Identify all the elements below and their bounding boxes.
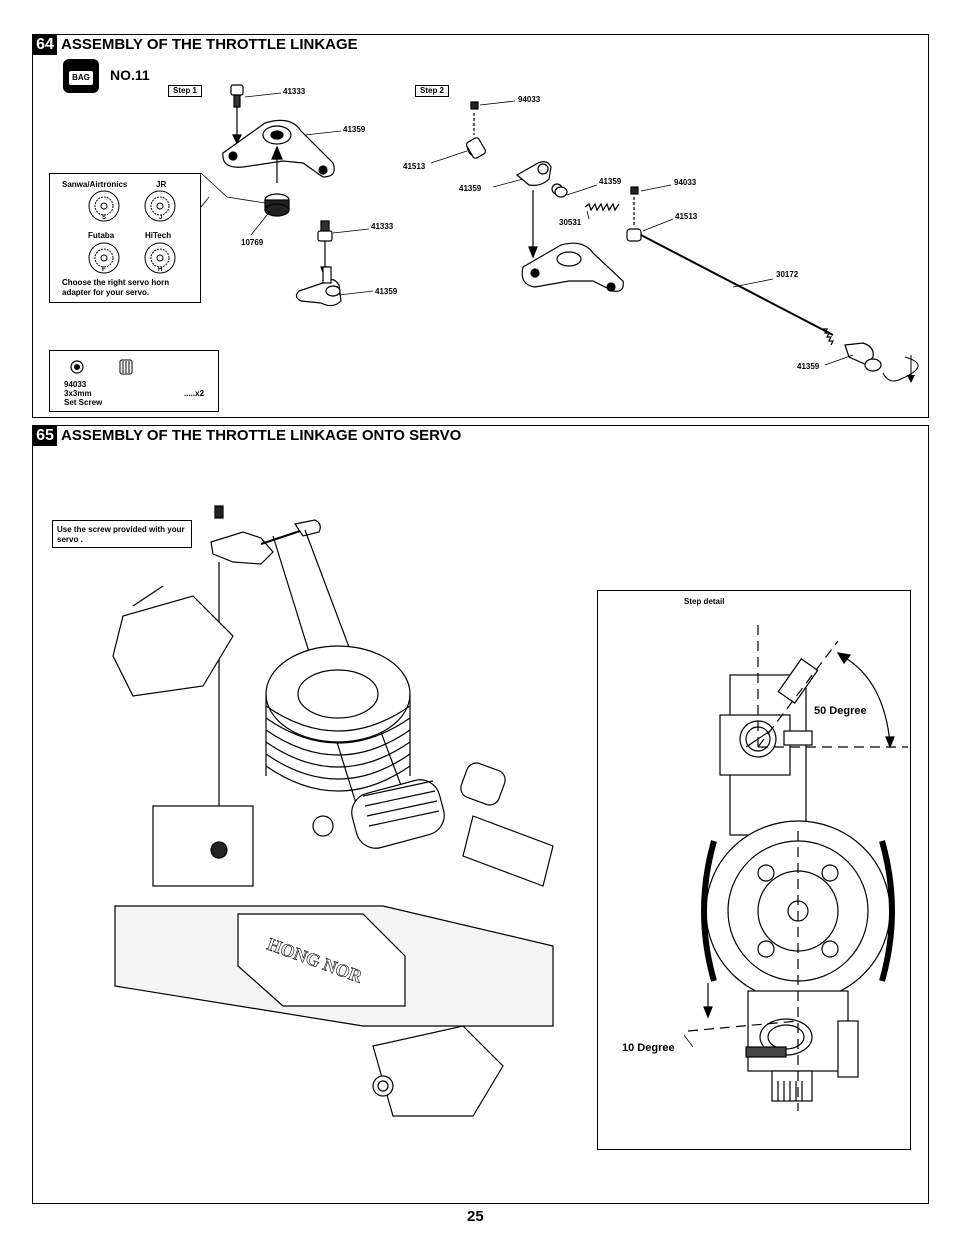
bag-label: NO.11: [110, 67, 150, 83]
bag-icon-label: BAG: [69, 71, 93, 85]
part-label: 41333: [283, 87, 306, 96]
part-label: 41513: [675, 212, 698, 221]
servo-horn-41359-b: [521, 242, 624, 292]
angle-10-label: 10 Degree: [622, 1042, 675, 1054]
part-label: 94033: [674, 178, 697, 187]
carburetor-detail: [683, 625, 908, 1111]
servo-tray: [152, 805, 254, 887]
screw-41333-top: [230, 84, 244, 96]
hardware-size: 3x3mm: [64, 389, 92, 398]
servo-horn-41359: [222, 119, 335, 178]
bag-icon: BAG: [63, 59, 99, 93]
part-label: 10769: [241, 238, 264, 247]
pull-starter: [351, 779, 445, 849]
spring-30531: [584, 202, 620, 212]
step-detail-box: Step detail: [597, 590, 911, 1150]
angle-50-label: 50 Degree: [814, 705, 867, 717]
screw-41333-thread: [233, 94, 241, 108]
part-label: 41359: [375, 287, 398, 296]
part-label: 41359: [797, 362, 820, 371]
part-label: 30172: [776, 270, 799, 279]
step-1-tag: Step 1: [168, 85, 203, 97]
step-1-drawing: [200, 84, 919, 383]
step-detail-title: Step detail: [684, 597, 725, 606]
set-screw-94033-a: [470, 101, 479, 110]
screw-note: Use the screw provided with your servo .: [57, 525, 185, 544]
chassis-drawing: HONG NOR: [112, 505, 554, 1117]
hardware-qty: .....x2: [184, 389, 205, 398]
hardware-name: Set Screw: [64, 398, 103, 407]
servo-screw: [214, 505, 224, 519]
hardware-part: 94033: [64, 380, 87, 389]
page-number: 25: [467, 1208, 484, 1225]
rotation-arrow-icon: [882, 356, 919, 382]
step-number: 64: [33, 35, 57, 55]
screw-note-box: Use the screw provided with your servo .: [52, 520, 192, 548]
step-title: ASSEMBLY OF THE THROTTLE LINKAGE ONTO SE…: [61, 427, 462, 444]
adapter-letter: S: [102, 215, 107, 221]
brand-sanwa: Sanwa/Airtronics: [62, 180, 128, 189]
hardware-box: 94033 3x3mm Set Screw .....x2: [49, 350, 219, 412]
fuel-tank-cover: [237, 913, 406, 1007]
adapter-note: Choose the right servo horn adapter for …: [62, 278, 170, 297]
adapter-letter: H: [158, 267, 163, 273]
brand-jr: JR: [156, 180, 167, 189]
spline-adapters: [88, 190, 176, 274]
step-title: ASSEMBLY OF THE THROTTLE LINKAGE: [61, 36, 358, 53]
set-screw-94033-b: [630, 186, 639, 195]
step-64-panel: 64 ASSEMBLY OF THE THROTTLE LINKAGE BAG …: [32, 34, 929, 418]
servo-adapter-box: Sanwa/Airtronics JR Futaba HiTech S J F …: [49, 173, 201, 303]
pushrod-30172: [640, 234, 834, 336]
part-label: 41359: [599, 177, 622, 186]
part-label: 41513: [403, 162, 426, 171]
part-label: 41359: [343, 125, 366, 134]
servo-horn: [210, 531, 274, 565]
set-screw-icon: [70, 359, 133, 375]
front-suspension: [372, 1025, 504, 1117]
step-2-tag: Step 2: [415, 85, 450, 97]
adapter-letter: J: [159, 215, 163, 221]
step-number: 65: [33, 426, 57, 446]
adapter-letter: F: [102, 267, 106, 273]
part-label: 41359: [459, 184, 482, 193]
part-label: 30531: [559, 218, 582, 227]
rear-hub: [112, 595, 234, 697]
brand-hitech: HiTech: [145, 231, 172, 240]
brand-futaba: Futaba: [88, 231, 115, 240]
part-label: 41333: [371, 222, 394, 231]
part-label: 94033: [518, 95, 541, 104]
step-65-panel: 65 ASSEMBLY OF THE THROTTLE LINKAGE ONTO…: [32, 425, 929, 1204]
link-41513-b: [626, 228, 642, 242]
